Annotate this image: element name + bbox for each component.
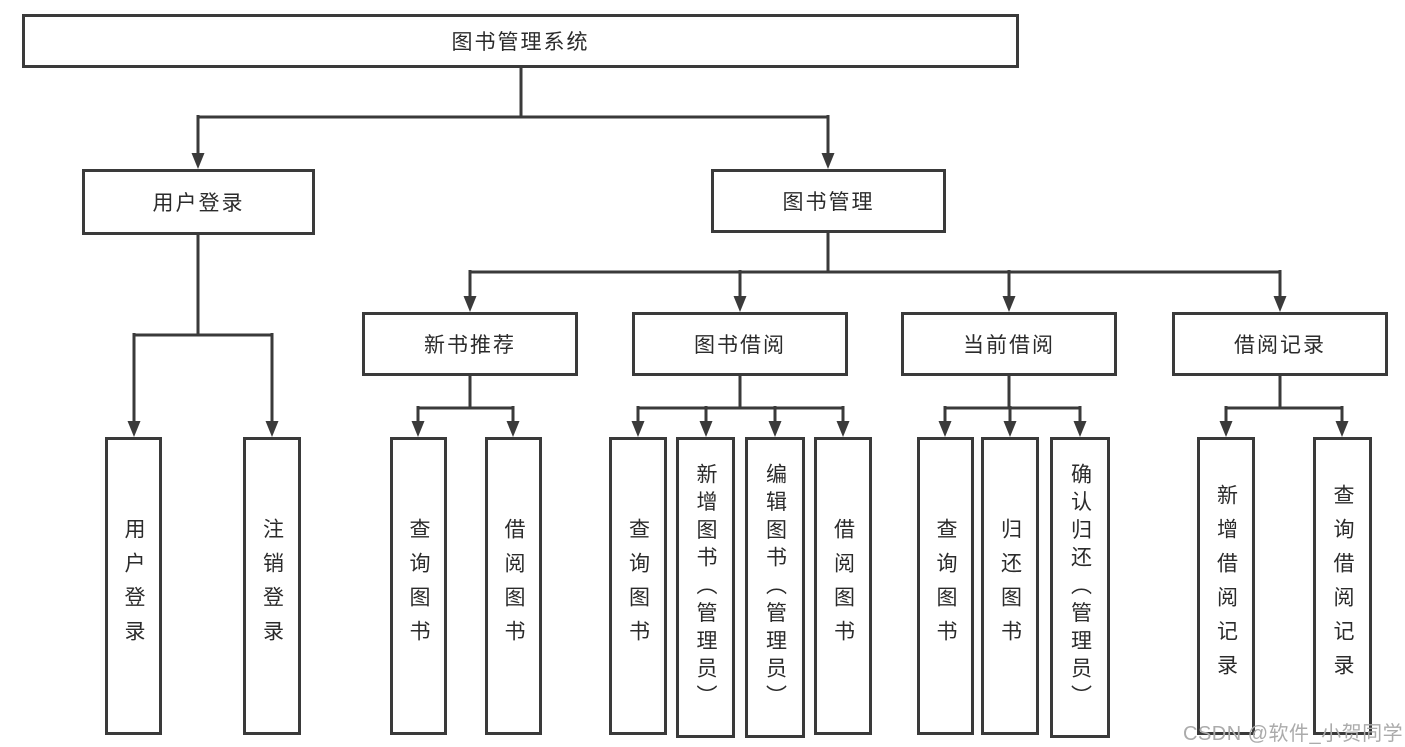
leaf-query-books-current: 查询图书 (917, 437, 974, 735)
node-book-borrowing: 图书借阅 (632, 312, 848, 376)
node-book-management-branch: 图书管理 (711, 169, 946, 233)
node-user-login-branch: 用户登录 (82, 169, 315, 235)
leaf-query-books-recommend: 查询图书 (390, 437, 447, 735)
leaf-query-borrow-record: 查询借阅记录 (1313, 437, 1372, 735)
node-new-book-recommend: 新书推荐 (362, 312, 578, 376)
leaf-add-book-admin: 新增图书（管理员） (676, 437, 735, 738)
leaf-logout: 注销登录 (243, 437, 301, 735)
leaf-borrow-books-recommend: 借阅图书 (485, 437, 542, 735)
node-current-borrowing: 当前借阅 (901, 312, 1117, 376)
leaf-borrow-books-borrowing: 借阅图书 (814, 437, 872, 735)
node-borrowing-records: 借阅记录 (1172, 312, 1388, 376)
leaf-user-login: 用户登录 (105, 437, 162, 735)
node-root-system: 图书管理系统 (22, 14, 1019, 68)
leaf-return-books: 归还图书 (981, 437, 1039, 735)
csdn-watermark: CSDN @软件_小贺同学 (1183, 723, 1404, 745)
leaf-add-borrow-record: 新增借阅记录 (1197, 437, 1255, 735)
leaf-confirm-return-admin: 确认归还（管理员） (1050, 437, 1110, 738)
leaf-edit-book-admin: 编辑图书（管理员） (745, 437, 805, 738)
leaf-query-books-borrowing: 查询图书 (609, 437, 667, 735)
